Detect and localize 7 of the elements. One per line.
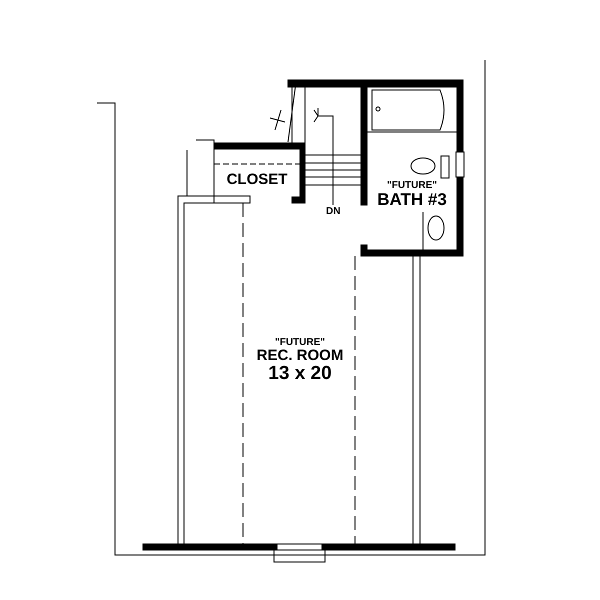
room-label: REC. ROOM (256, 348, 344, 364)
room-label: BATH #3 (377, 191, 447, 210)
room-note: "FUTURE" (386, 180, 438, 192)
room-dimensions: 13 x 20 (268, 364, 332, 384)
room-label: CLOSET (226, 172, 288, 188)
stair-direction-label: DN (326, 206, 340, 217)
room-note: "FUTURE" (274, 338, 326, 348)
